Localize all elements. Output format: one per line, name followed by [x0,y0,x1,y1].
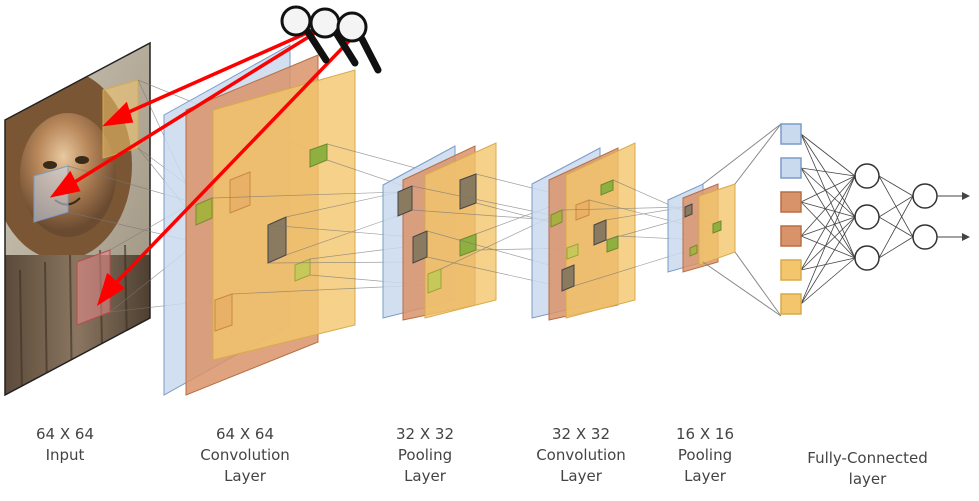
patch [689,244,698,257]
fc-input-unit [780,191,802,213]
patch [550,209,563,228]
label-line: Fully-Connected [807,449,928,467]
fc-input-unit [780,259,802,281]
label-line: Layer [560,467,602,485]
magnifier-icon [336,11,382,74]
fc-edge [800,175,856,237]
stage-label-input: 64 X 64 Input [10,424,120,466]
patch [412,230,428,264]
label-line: Pooling [397,446,453,464]
patch [593,219,607,246]
label-line: layer [848,470,887,488]
fc-edge [800,167,856,259]
fc-edge [800,175,856,203]
patch [195,197,213,226]
patch [561,264,575,292]
fc-edge [800,133,856,177]
conv-layer-1 [163,44,356,396]
fc-edge [800,133,856,218]
patch [427,268,442,294]
connections-pool2-flatten [702,123,782,317]
patch [712,220,722,234]
fc-edge [800,167,856,177]
pooling-layer-1 [382,142,497,321]
fc-input-units [780,123,802,315]
fc-edge [800,216,856,305]
conv-layer-2 [531,142,636,321]
fc-edge [800,235,856,259]
label-line: Input [45,446,85,464]
fc-edge [800,216,856,271]
fc-hidden-units [854,163,880,271]
label-line: Pooling [677,446,733,464]
label-line: 32 X 32 [396,425,454,443]
label-line: Layer [684,467,726,485]
patch [267,216,287,264]
stage-label-conv1: 64 X 64 Convolution Layer [185,424,305,487]
fc-edge [878,195,914,218]
fc-input-unit [780,293,802,315]
fc-edge [800,167,856,218]
pooling-layer-2 [667,183,736,273]
stage-label-fc: Fully-Connected layer [785,448,950,490]
stage-label-pool1: 32 X 32 Pooling Layer [375,424,475,487]
feature-map-yellow [212,69,356,361]
fc-hidden-neuron [854,163,880,189]
fc-edge [800,257,856,271]
patch [459,173,477,210]
label-line: 64 X 64 [216,425,274,443]
label-line: Convolution [536,446,626,464]
label-line: Layer [404,467,446,485]
patch [566,243,579,260]
label-line: 32 X 32 [552,425,610,443]
feature-map-yellow [424,142,497,319]
label-line: Layer [224,467,266,485]
patch [575,199,590,221]
attention-arrows [49,26,354,307]
patch [229,171,251,214]
fc-edge [800,133,856,259]
fc-edge [800,175,856,271]
fc-input-unit [780,157,802,179]
fc-input-unit [780,225,802,247]
fc-output-neuron [912,183,938,209]
patch [600,179,614,196]
fc-input-unit [780,123,802,145]
stage-label-pool2: 16 X 16 Pooling Layer [655,424,755,487]
fc-edge [878,236,914,259]
fc-edge [878,175,914,197]
fc-hidden-neuron [854,245,880,271]
fc-hidden-neuron [854,204,880,230]
fully-connected-layer [780,123,970,315]
label-line: 64 X 64 [36,425,94,443]
fc-output-units [912,183,970,250]
fc-edge [800,257,856,305]
fc-connections [800,133,914,305]
fc-edge [800,175,856,305]
patch [214,293,233,332]
fc-edge [800,216,856,237]
input-image [4,41,151,397]
fc-edge [800,201,856,259]
fc-edge [800,201,856,218]
stage-label-conv2: 32 X 32 Convolution Layer [521,424,641,487]
label-line: Convolution [200,446,290,464]
label-line: 16 X 16 [676,425,734,443]
fc-edge [878,195,914,259]
patch [684,203,693,218]
fc-output-neuron [912,224,938,250]
